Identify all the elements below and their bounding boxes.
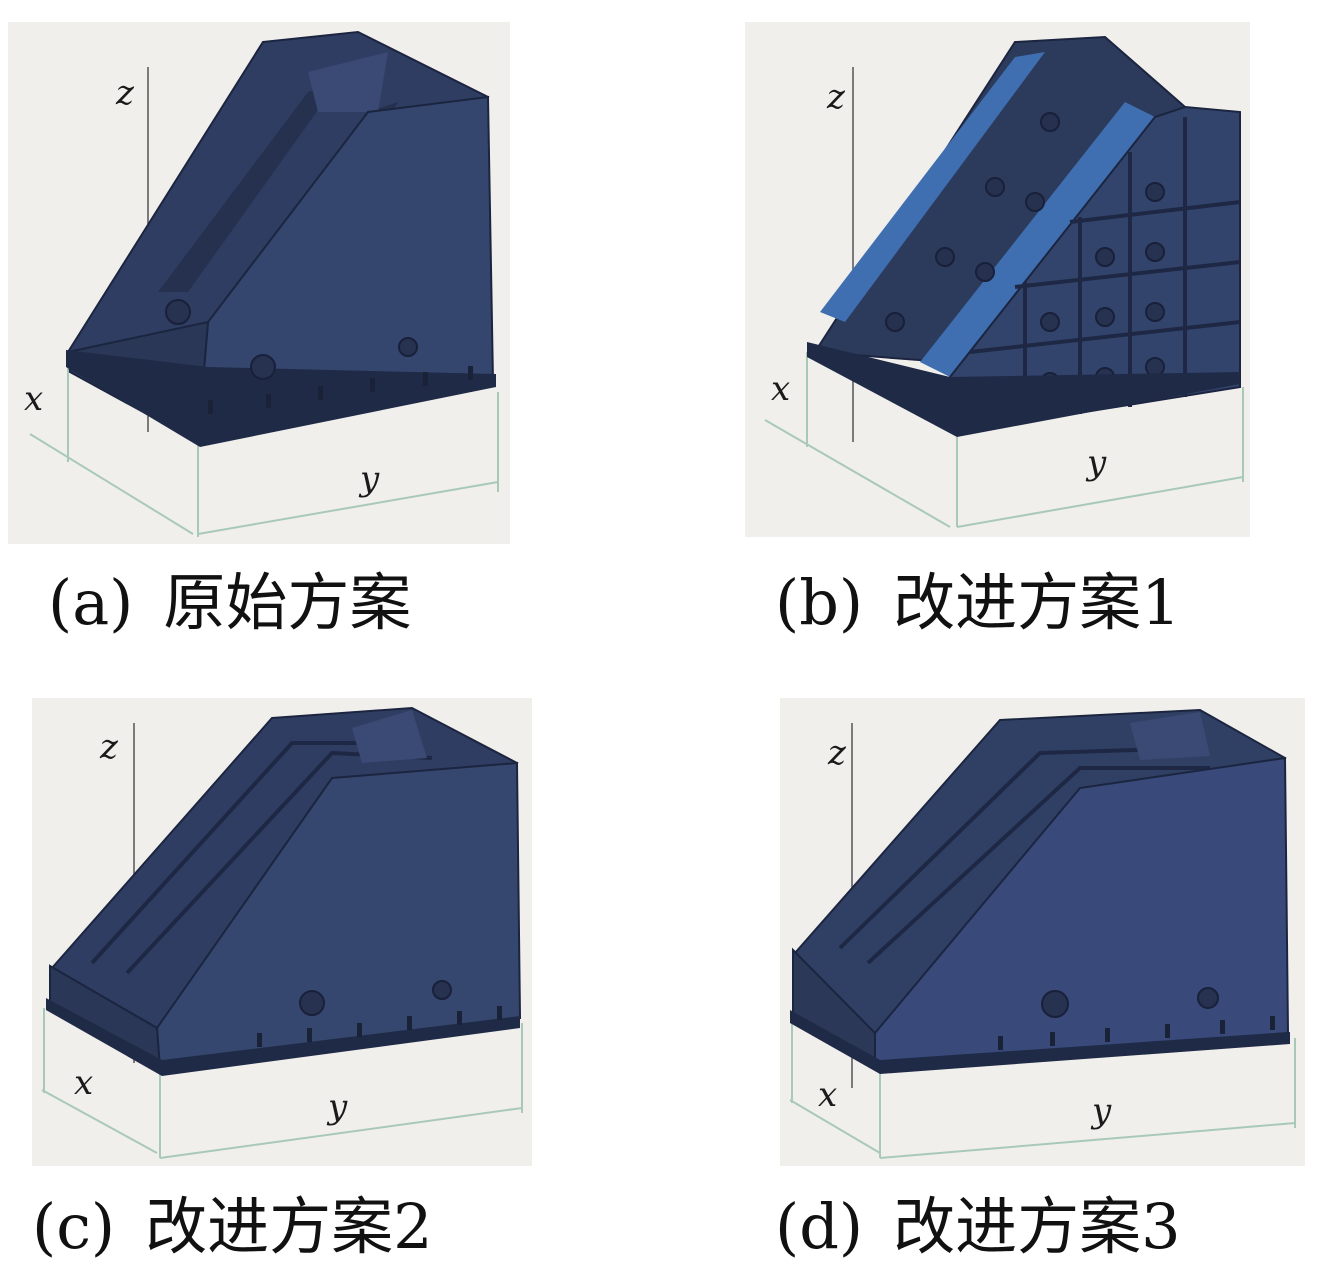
axis-label-z: z	[826, 77, 846, 117]
axis-label-x: x	[24, 379, 43, 419]
caption-label: (b)	[775, 566, 864, 639]
axis-label-y: y	[1090, 1091, 1112, 1131]
model-view-c: z x y	[41, 706, 523, 1159]
caption-label: (c)	[32, 1190, 116, 1263]
caption-text: 改进方案3	[893, 1190, 1181, 1263]
caption-label: (d)	[775, 1190, 864, 1263]
caption-d: (d)改进方案3	[775, 1196, 1181, 1258]
panel-a-original-scheme: z x y	[8, 22, 510, 544]
caption-label: (a)	[48, 566, 134, 639]
caption-c: (c)改进方案2	[32, 1196, 433, 1258]
panel-d-improved-scheme-3: z x y	[780, 698, 1305, 1166]
caption-text: 原始方案	[163, 566, 412, 639]
axis-label-z: z	[99, 727, 119, 767]
axis-label-x: x	[771, 369, 790, 409]
axis-label-x: x	[74, 1063, 93, 1103]
caption-text: 改进方案2	[145, 1190, 433, 1263]
caption-b: (b)改进方案1	[775, 572, 1181, 634]
axis-label-z: z	[115, 73, 135, 113]
axis-label-y: y	[1085, 443, 1107, 483]
axis-label-x: x	[818, 1075, 837, 1115]
panel-c-improved-scheme-2: z x y	[32, 698, 532, 1166]
model-view-a: z x y	[24, 30, 499, 537]
model-view-b: z x y	[764, 35, 1244, 528]
caption-text: 改进方案1	[893, 566, 1181, 639]
caption-a: (a)原始方案	[48, 572, 411, 634]
axis-label-y: y	[358, 459, 380, 499]
model-view-d: z x y	[789, 708, 1296, 1159]
panel-b-improved-scheme-1: z x y	[745, 22, 1250, 537]
axis-label-y: y	[326, 1087, 348, 1127]
axis-label-z: z	[827, 733, 847, 773]
